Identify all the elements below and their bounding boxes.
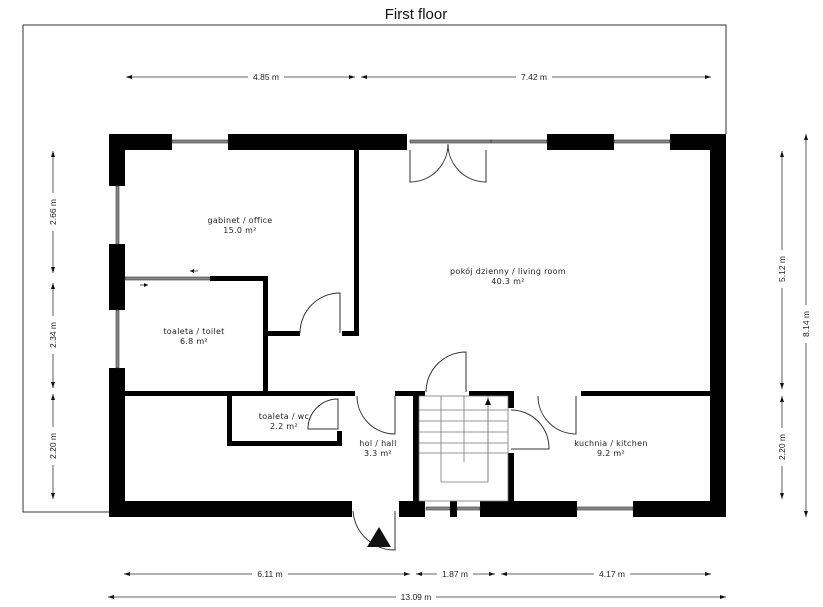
- dim-label: 13.09 m: [401, 592, 432, 602]
- room-name: toaleta / wc: [259, 412, 309, 421]
- room-name: toaleta / toilet: [163, 327, 224, 336]
- wc-door: [307, 398, 339, 430]
- entrance-door: [352, 510, 396, 551]
- dim-label: 4.17 m: [599, 569, 625, 579]
- room-area: 3.3 m²: [364, 449, 392, 458]
- room-toilet: toaleta / toilet 6.8 m²: [163, 327, 224, 346]
- exterior-walls: [109, 134, 726, 517]
- room-area: 6.8 m²: [180, 337, 208, 346]
- room-kitchen: kuchnia / kitchen 9.2 m²: [574, 439, 647, 458]
- dim-label: 4.85 m: [253, 72, 279, 82]
- dim-label: 2.34 m: [48, 322, 58, 348]
- dim-label: 5.12 m: [777, 256, 787, 282]
- room-area: 40.3 m²: [491, 277, 524, 286]
- room-office: gabinet / office 15.0 m²: [207, 216, 272, 235]
- dimension-bottom: 6.11 m 1.87 m 4.17 m 13.09 m: [108, 568, 726, 603]
- hall-door: [356, 395, 396, 435]
- kitchen-door-side: [510, 409, 550, 450]
- doors: [140, 143, 577, 551]
- balcony-double-door: [409, 143, 487, 183]
- dim-label: 2.20 m: [777, 434, 787, 460]
- dim-label: 2.20 m: [48, 433, 58, 459]
- dim-label: 7.42 m: [521, 72, 547, 82]
- dimension-right: 5.12 m 2.20 m 8.14 m: [775, 134, 813, 517]
- room-living: pokój dzienny / living room 40.3 m²: [450, 266, 566, 286]
- living-room-door: [425, 351, 467, 393]
- staircase: [418, 395, 509, 502]
- room-area: 15.0 m²: [223, 226, 256, 235]
- dim-label: 1.87 m: [442, 569, 468, 579]
- room-hall: hol / hall 3.3 m²: [359, 439, 396, 458]
- dimension-left: 2.66 m 2.34 m 2.20 m: [46, 151, 60, 499]
- entrance-arrow-icon: [367, 527, 391, 547]
- stair-direction-icon: [485, 398, 491, 405]
- dim-label: 8.14 m: [801, 311, 811, 337]
- dim-label: 6.11 m: [257, 569, 282, 579]
- room-name: kuchnia / kitchen: [574, 439, 647, 448]
- office-door: [299, 292, 341, 334]
- interior-walls: [124, 150, 710, 501]
- room-area: 9.2 m²: [597, 449, 625, 458]
- dim-label: 2.66 m: [48, 199, 58, 225]
- room-name: pokój dzienny / living room: [450, 266, 566, 276]
- room-area: 2.2 m²: [270, 422, 298, 431]
- terrace-outline: [22, 24, 727, 513]
- room-wc: toaleta / wc 2.2 m²: [259, 412, 309, 431]
- room-name: hol / hall: [359, 439, 396, 448]
- room-name: gabinet / office: [207, 216, 272, 225]
- floor-title: First floor: [385, 6, 448, 23]
- kitchen-door-top: [537, 395, 577, 435]
- windows: [115, 139, 671, 511]
- dimension-top: 4.85 m 7.42 m: [126, 71, 711, 83]
- room-labels: gabinet / office 15.0 m² pokój dzienny /…: [163, 216, 647, 458]
